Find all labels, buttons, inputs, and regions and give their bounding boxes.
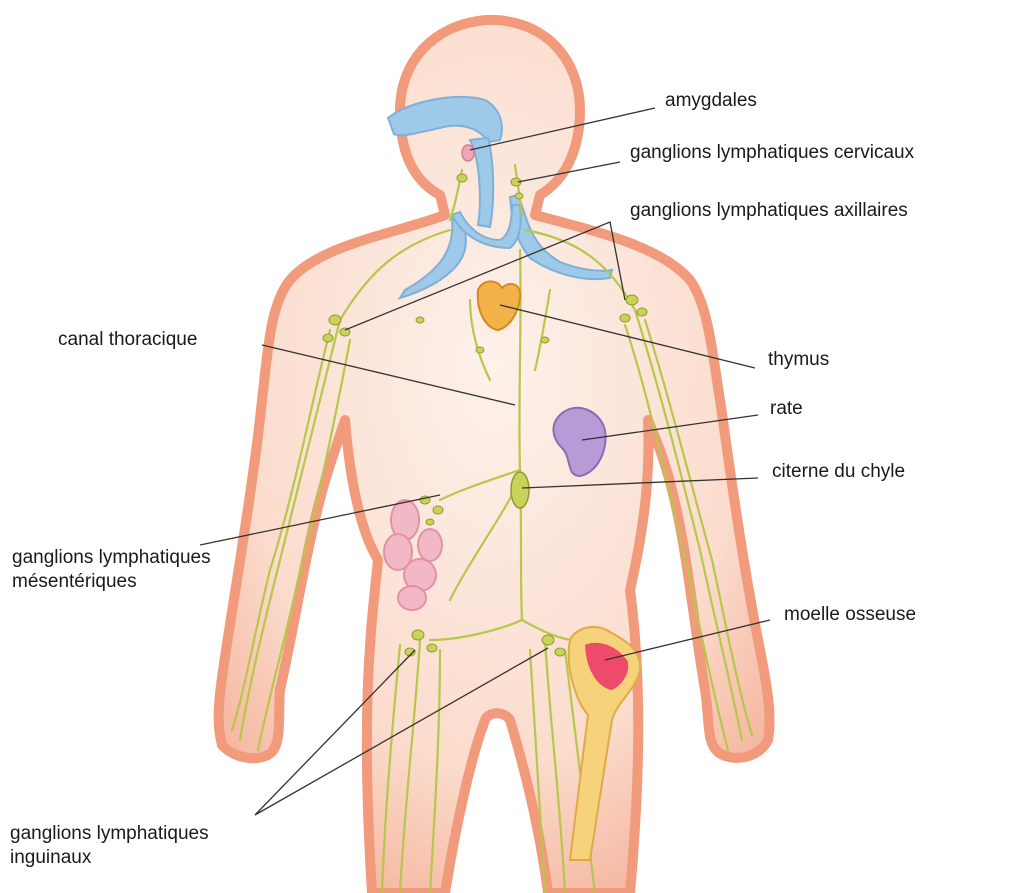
label-citerne-du-chyle: citerne du chyle: [772, 460, 905, 484]
label-moelle-osseuse: moelle osseuse: [784, 603, 916, 627]
label-ganglions-axillaires: ganglions lymphatiques axillaires: [630, 199, 908, 223]
label-mesenteriques-line2: mésentériques: [12, 570, 211, 594]
label-mesenteriques-line1: ganglions lymphatiques: [12, 546, 211, 570]
label-ganglions-cervicaux: ganglions lymphatiques cervicaux: [630, 141, 914, 165]
label-ganglions-mesenteriques: ganglions lymphatiques mésentériques: [12, 546, 211, 594]
label-amygdales: amygdales: [665, 89, 757, 113]
tonsil: [462, 145, 474, 161]
label-inguinaux-line2: inguinaux: [10, 846, 209, 870]
label-ganglions-inguinaux: ganglions lymphatiques inguinaux: [10, 822, 209, 870]
label-rate: rate: [770, 397, 803, 421]
label-thymus: thymus: [768, 348, 829, 372]
label-inguinaux-line1: ganglions lymphatiques: [10, 822, 209, 846]
cisterna-chyli-organ: [511, 472, 529, 508]
label-canal-thoracique: canal thoracique: [58, 328, 197, 352]
